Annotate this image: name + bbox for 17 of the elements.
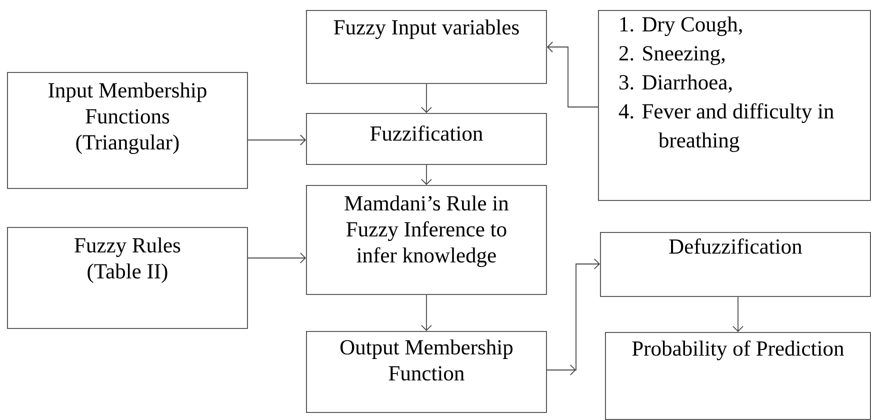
process-box: Probability of Prediction [605,332,871,420]
process-box: Mamdani’s Rule in Fuzzy Inference to infer knowledge [306,185,547,295]
process-box: Output Membership Function [306,331,547,413]
arrow [421,83,432,113]
process-box: Fuzzy Input variables [306,10,547,84]
arrow [247,252,306,264]
process-box: Input Membership Functions (Triangular) [7,72,248,189]
process-box: Fuzzification [306,113,547,165]
arrow [247,134,306,146]
arrow [546,258,600,376]
process-box: Fuzzy Rules (Table II) [7,227,248,329]
arrow [421,164,432,185]
arrow [421,294,432,331]
arrow [546,42,598,108]
arrow [732,296,744,332]
list-box: 1. Dry Cough, 2. Sneezing, 3. Diarrhoea, 4. Fever and difficulty in breathing [598,10,871,201]
process-box: Defuzzification [600,232,871,297]
